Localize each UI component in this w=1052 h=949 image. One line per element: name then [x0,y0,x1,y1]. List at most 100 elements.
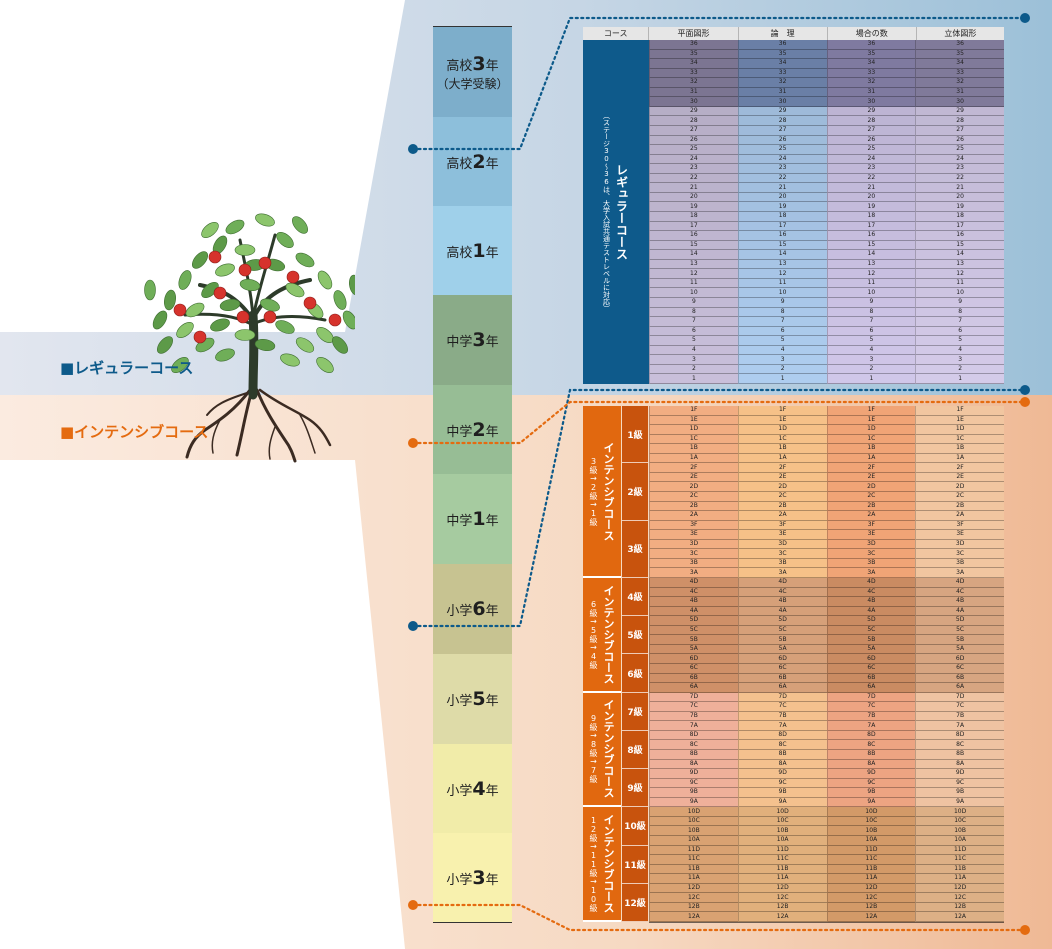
level-cell: 5C [915,625,1004,636]
level-cell: 12A [737,912,827,922]
level-cell: 11B [915,864,1004,875]
leaf [234,244,256,256]
level-cell: 6D [826,654,916,664]
header-course: コース [583,27,650,40]
stage-cell: 3 [915,355,1004,365]
stage-cell: 30 [826,97,916,107]
level-cell: 4B [737,597,827,607]
level-cell: 3D [915,539,1004,550]
grade-suffix: 年 [485,156,499,172]
level-cell: 2E [826,472,916,483]
stage-cell: 15 [649,240,738,251]
level-cell: 10A [826,836,916,846]
intensive-course-range: 12級→11級→10級 [589,815,598,912]
level-cell: 6B [649,673,738,684]
regular-top-dot-left [408,144,418,154]
stage-cell: 35 [915,49,1004,60]
apple [328,313,342,327]
tree-apples [173,250,342,344]
leaf [201,282,219,298]
stage-cell: 6 [915,326,1004,337]
stage-cell: 16 [915,231,1004,241]
stage-cell: 1 [649,374,738,384]
grade-number: 2 [472,418,486,441]
level-cell: 3A [737,568,827,578]
stage-cell: 3 [649,355,738,365]
kyu-cell: 8級 [622,730,648,770]
grade-label: 中学3年 [446,329,498,351]
regular-course-note: （ステージ30〜36は、大学入試共通テストレベルに対応） [602,112,611,312]
level-cell: 4D [915,578,1004,588]
level-cell: 1D [826,425,916,435]
leaf [192,251,208,269]
intensive-course-title: インテンシブコース [602,814,615,914]
header-combinatorics: 場合の数 [828,27,917,40]
stage-cell: 8 [737,307,827,318]
stage-cell: 10 [649,288,738,298]
level-cell: 9C [649,778,738,789]
level-cell: 10A [649,836,738,846]
level-cell: 11D [737,845,827,856]
level-cell: 8A [826,759,916,770]
stage-cell: 29 [737,106,827,117]
level-cell: 12C [649,893,738,903]
stage-cell: 17 [649,221,738,232]
apple [208,250,222,264]
grade-label: 中学2年 [446,419,498,441]
level-cell: 3E [737,530,827,540]
level-cell: 3D [737,539,827,550]
level-cell: 6B [737,673,827,684]
stage-cell: 13 [649,259,738,270]
level-cell: 12B [915,902,1004,913]
intensive-course-range: 9級→8級→7級 [589,714,598,784]
intensive-bottom-dot-right [1020,925,1030,935]
level-cell: 10D [826,807,916,817]
stage-cell: 22 [649,173,738,184]
stage-cell: 13 [826,259,916,270]
level-cell: 3C [737,549,827,559]
level-cell: 2D [737,482,827,492]
leaf [349,274,355,296]
stage-cell: 20 [737,192,827,203]
level-cell: 7D [915,692,1004,703]
level-cell: 8B [915,750,1004,760]
stage-cell: 30 [649,97,738,107]
level-cell: 5A [649,644,738,655]
header-plane-figures: 平面図形 [649,27,739,40]
stage-cell: 19 [649,202,738,212]
grade-cell: 高校3年（大学受験） [433,27,512,118]
stage-cell: 10 [737,288,827,298]
apple [286,270,300,284]
leaf [215,263,235,277]
level-cell: 7D [649,692,738,703]
leaf [219,299,241,311]
stage-cell: 17 [915,221,1004,232]
stage-cell: 16 [649,231,738,241]
stage-cell: 18 [915,212,1004,222]
level-cell: 8A [737,759,827,770]
level-cell: 2D [826,482,916,492]
